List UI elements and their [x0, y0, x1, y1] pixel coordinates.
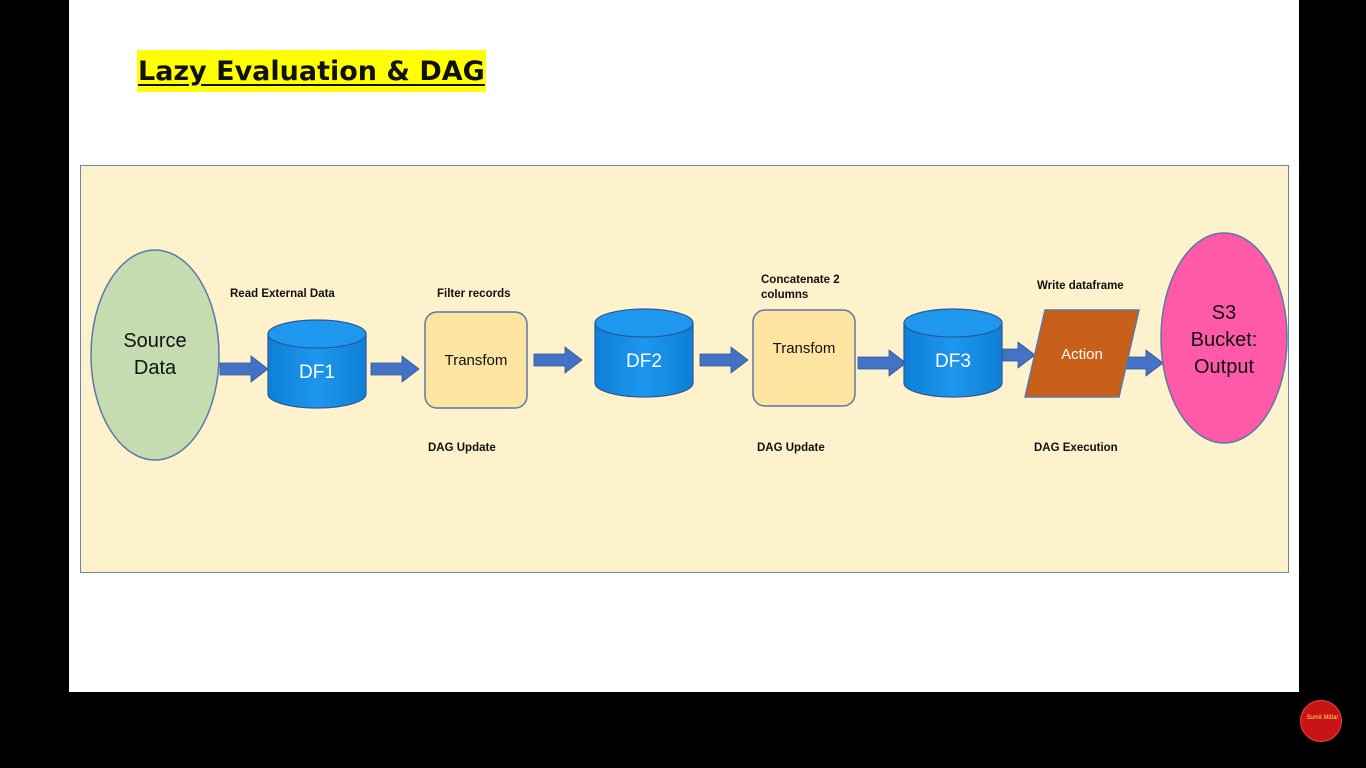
df1-text: DF1 [299, 362, 335, 383]
channel-logo-text: Sumit Mittal [1306, 715, 1338, 721]
arrow-action-output [1124, 349, 1164, 377]
s3-output-text: S3 Bucket: Output [1190, 301, 1258, 378]
label-dag-update-2: DAG Update [757, 442, 825, 454]
arrow-df3-action [1002, 341, 1036, 369]
df3-cylinder [903, 308, 1003, 398]
transform2-text: Transfom [772, 339, 836, 357]
label-write-dataframe: Write dataframe [1037, 280, 1124, 292]
slide-title: Lazy Evaluation & DAG [137, 50, 486, 92]
channel-logo: Sumit Mittal [1300, 700, 1342, 742]
df1-cylinder [267, 319, 367, 409]
transform1-box [424, 311, 528, 409]
s3-output-node [1160, 232, 1288, 444]
label-read-external-data: Read External Data [230, 288, 335, 300]
arrow-transform2-df3 [857, 349, 907, 377]
arrow-transform1-df2 [533, 346, 583, 374]
label-dag-execution: DAG Execution [1034, 442, 1118, 454]
action-text: Action [1061, 345, 1103, 363]
source-data-text: Source Data [123, 330, 187, 379]
label-concatenate: Concatenate 2 columns [761, 274, 840, 301]
arrow-df1-transform1 [370, 355, 420, 383]
df3-text: DF3 [935, 351, 971, 372]
transform2-box [752, 309, 856, 407]
arrow-source-df1 [219, 355, 269, 383]
df2-cylinder [594, 308, 694, 398]
transform1-text: Transfom [444, 351, 508, 369]
df2-text: DF2 [626, 351, 662, 372]
arrow-df2-transform2 [699, 346, 749, 374]
action-node [1024, 309, 1140, 398]
source-data-node [90, 249, 220, 461]
label-dag-update-1: DAG Update [428, 442, 496, 454]
label-filter-records: Filter records [437, 288, 511, 300]
